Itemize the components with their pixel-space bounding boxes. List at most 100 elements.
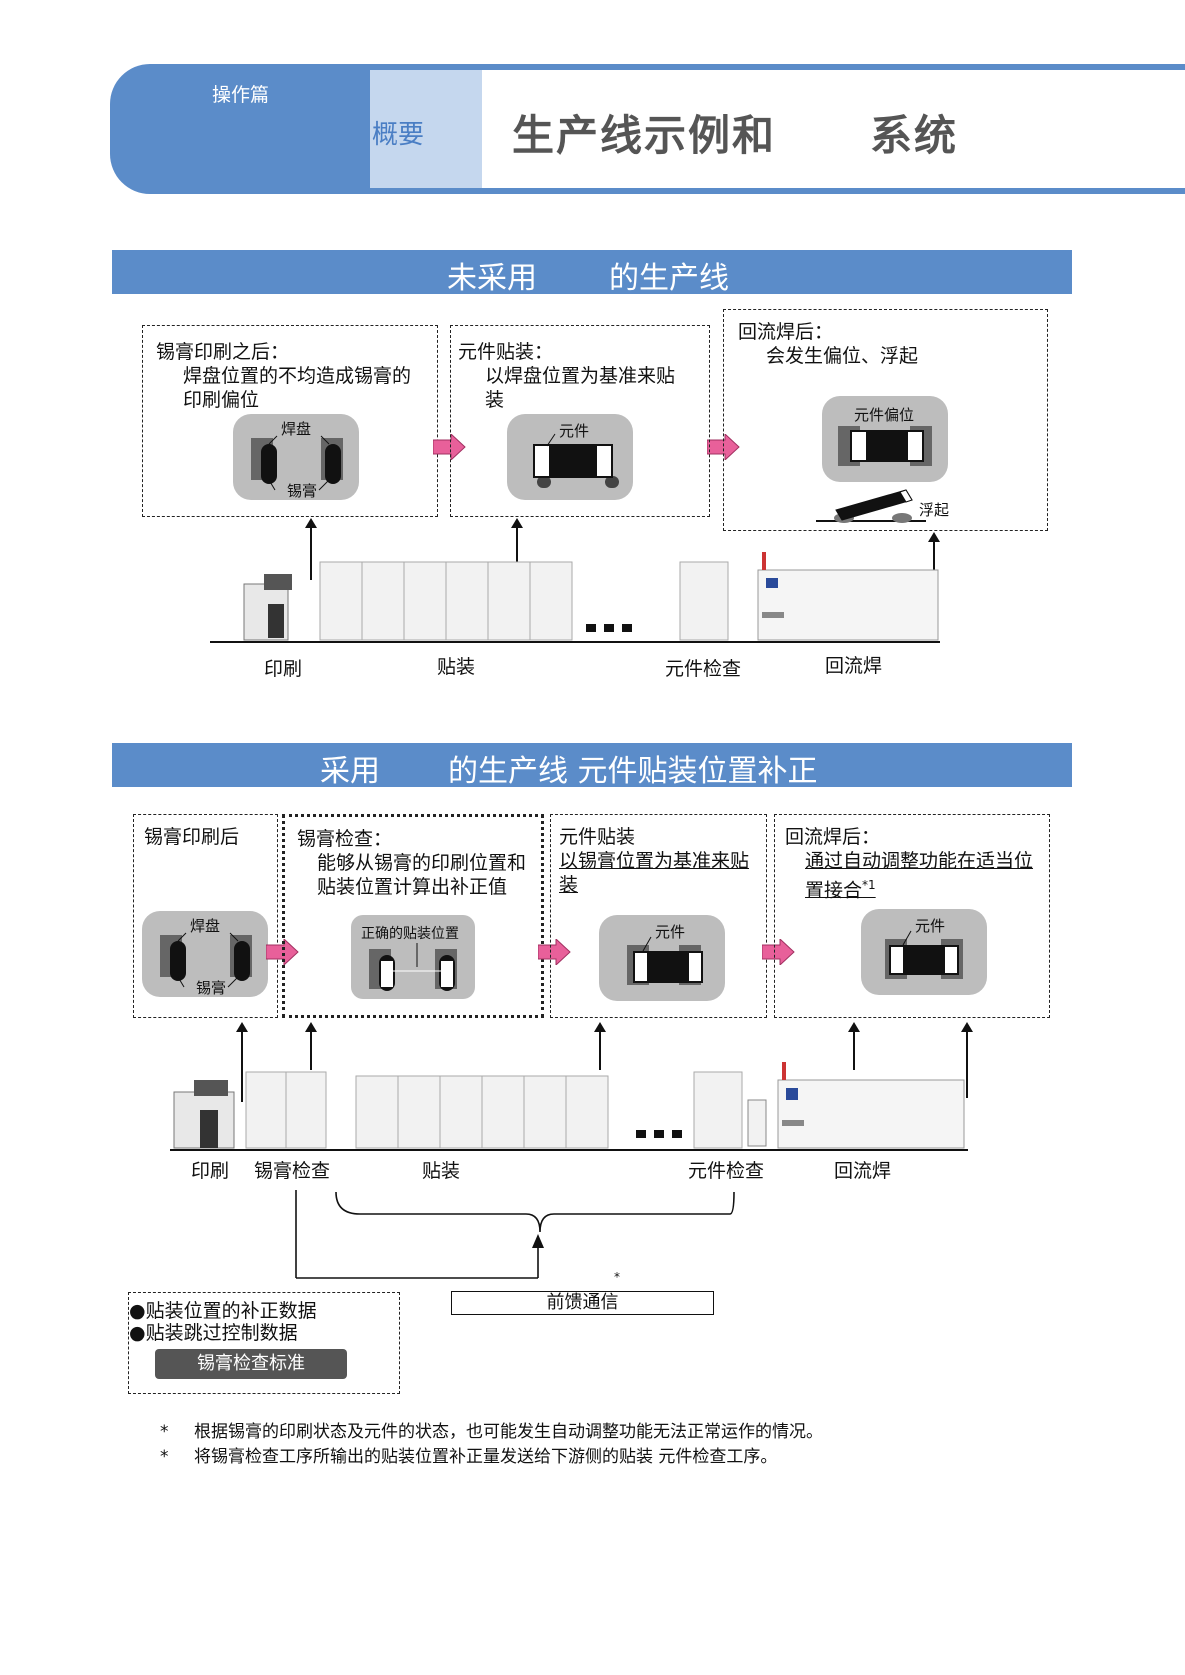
header-tab [110,64,370,194]
s1-box-print: 锡膏印刷之后： 焊盘位置的不均造成锡膏的 印刷偏位 焊盘 锡膏 [142,325,438,517]
up-arrow-icon [928,532,940,588]
s1-box-reflow-title: 回流焊后： [738,321,834,343]
page-header: 操作篇 概要 生产线示例和 系统 [110,64,1185,194]
note-1: * 根据锡膏的印刷状态及元件的状态，也可能发生自动调整功能无法正常运作的情况。 [160,1420,823,1445]
s1-production-line [210,552,940,643]
note-text: 根据锡膏的印刷状态及元件的状态，也可能发生自动调整功能无法正常运作的情况。 [194,1422,823,1442]
label-part: 元件 [915,917,946,935]
s2-box-mount: 元件贴装 以锡膏位置为基准来贴 装 元件 [550,814,767,1018]
offset-chip-image: 元件偏位 [822,396,948,482]
up-arrow-icon [961,1022,973,1098]
pink-arrow-icon [433,434,466,460]
paste-inspection-standard-button[interactable]: 锡膏检查标准 [155,1349,347,1379]
s2-label-reflow: 回流焊 [834,1160,892,1182]
data-item-2: ●贴装跳过控制数据 [129,1322,298,1344]
joined-chip-image: 元件 [861,909,987,995]
pink-arrow-icon [762,939,795,965]
note-mark: * [160,1422,169,1442]
s2-box-mount-line1: 以锡膏位置为基准来贴 [559,850,750,872]
up-arrow-icon [305,1022,317,1070]
footnote-mark: *1 [862,878,876,892]
section1-title-left: 未采用 [447,261,537,296]
section1-title-bar: 未采用 的生产线 [112,250,1072,296]
s2-box-mount-title: 元件贴装 [559,826,636,848]
s1-box-print-line2: 印刷偏位 [183,389,260,411]
section1-title-right: 的生产线 [609,261,729,296]
s2-box-spi-line1: 能够从锡膏的印刷位置和 [317,852,527,874]
label-part: 元件 [559,422,590,440]
page-title: 生产线示例和 [512,111,777,160]
s2-box-reflow-line1: 通过自动调整功能在适当位 [805,850,1034,872]
up-arrow-icon [236,1022,248,1102]
mounted-chip-image: 元件 [507,414,633,500]
s1-box-print-line1: 焊盘位置的不均造成锡膏的 [183,365,412,387]
section2-title-left: 采用 [320,754,380,789]
section2-title-bar: 采用 的生产线 元件贴装位置补正 [112,743,1072,789]
s2-label-inspect: 元件检查 [688,1160,765,1182]
s2-box-spi-title: 锡膏检查： [297,828,393,850]
s1-box-mount: 元件贴装： 以焊盘位置为基准来贴 装 元件 [450,325,710,517]
feedforward-box: 前馈通信 [451,1291,714,1315]
label-offset: 元件偏位 [854,406,915,424]
s2-label-print: 印刷 [191,1160,230,1182]
label-float: 浮起 [919,501,950,519]
header-subsection-cell [370,70,482,188]
up-arrow-icon [511,518,523,564]
section-label: 操作篇 [212,84,270,106]
up-arrow-icon [305,518,317,580]
mounted-part-diagram [533,433,619,488]
notes: * 根据锡膏的印刷状态及元件的状态，也可能发生自动调整功能无法正常运作的情况。 *… [160,1420,823,1470]
offset-part-diagram [838,426,932,466]
s1-box-reflow: 回流焊后： 会发生偏位、浮起 元件偏位 浮起 [723,309,1048,531]
label-part: 元件 [655,923,686,941]
correct-position-image: 正确的贴装位置 [351,915,475,999]
joined-part-diagram [885,930,963,979]
s2-box-mount-line2: 装 [559,874,579,896]
s2-label-spi: 锡膏检查 [254,1160,331,1182]
s1-label-reflow: 回流焊 [825,655,883,677]
correct-position-diagram [369,943,457,991]
page-title-suffix: 系统 [870,111,959,160]
s1-box-mount-title: 元件贴装： [458,341,554,363]
pink-arrow-icon [538,939,571,965]
s2-box-reflow-line2: 置接合*1 [805,878,876,902]
label-pad: 焊盘 [281,420,312,438]
s1-box-print-title: 锡膏印刷之后： [156,341,290,363]
subsection-label: 概要 [372,120,425,150]
s1-box-mount-line2: 装 [485,389,505,411]
header-rule-bottom [370,188,1185,194]
s1-box-reflow-line1: 会发生偏位、浮起 [766,345,919,367]
label-paste: 锡膏 [287,482,318,500]
pcb-chip-image: 焊盘 锡膏 [233,414,359,500]
data-item-1: ●贴装位置的补正数据 [129,1300,317,1322]
s2-box-spi-line2: 贴装位置计算出补正值 [317,876,508,898]
s2-box-reflow: 回流焊后： 通过自动调整功能在适当位 置接合*1 元件 [774,814,1050,1018]
s1-label-print: 印刷 [264,658,303,680]
correction-data-box: ●贴装位置的补正数据 ●贴装跳过控制数据 锡膏检查标准 [128,1292,400,1394]
up-arrow-icon [848,1022,860,1070]
pcb-chip-image: 焊盘 锡膏 [142,911,268,997]
header-rule-top [370,64,1185,70]
note-mark: * [160,1447,169,1467]
floating-part-diagram [816,489,926,523]
s2-production-line [170,1062,968,1151]
pad-paste-diagram [160,932,252,988]
feedforward-connector [295,1190,735,1279]
s1-box-mount-line1: 以焊盘位置为基准来贴 [485,365,676,387]
mounted-chip-image: 元件 [599,915,725,1001]
label-paste: 锡膏 [196,979,227,997]
s2-label-mount: 贴装 [422,1160,461,1182]
label-correct-position: 正确的贴装位置 [361,926,459,942]
mounted-part-diagram [627,936,703,985]
label-pad: 焊盘 [190,917,221,935]
s2-box-print-title: 锡膏印刷后 [144,826,240,848]
section2-title-right: 的生产线 元件贴装位置补正 [448,754,818,789]
s2-box-spi: 锡膏检查： 能够从锡膏的印刷位置和 贴装位置计算出补正值 正确的贴装位置 [282,814,544,1018]
s2-box-print: 锡膏印刷后 焊盘 锡膏 [133,814,278,1018]
s2-box-reflow-title: 回流焊后： [785,826,881,848]
pad-paste-diagram [251,435,343,491]
s1-label-mount: 贴装 [437,656,476,678]
note-text: 将锡膏检查工序所输出的贴装位置补正量发送给下游侧的贴装 元件检查工序。 [194,1447,778,1467]
feedforward-mark: * [614,1270,620,1284]
s1-label-inspect: 元件检查 [665,658,742,680]
